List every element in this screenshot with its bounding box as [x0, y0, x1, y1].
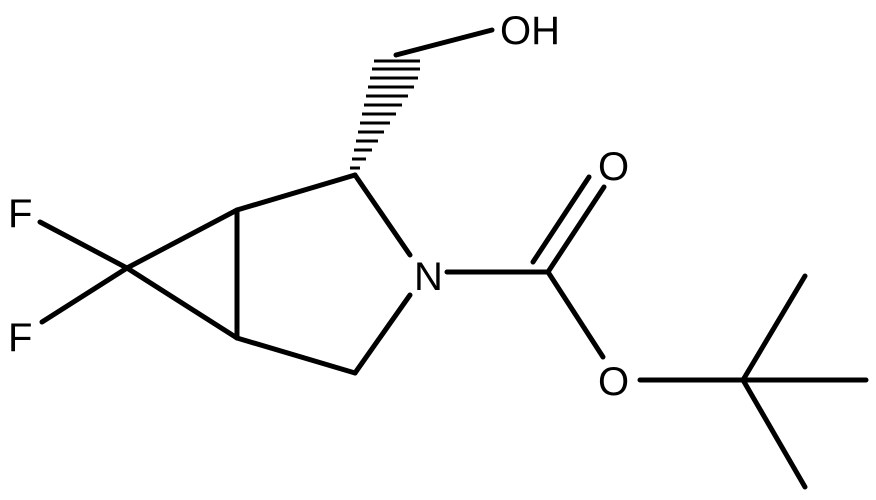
ester-oxygen-label: O — [598, 360, 629, 404]
bond-chiral-n — [352, 172, 413, 258]
bond-cf2-c-bottom — [124, 265, 240, 341]
bond-n-ch2 — [352, 292, 413, 376]
bond-c-top-chiral — [234, 172, 358, 213]
bond-tbu-down — [740, 377, 808, 490]
bond-tbu-up — [740, 273, 808, 383]
bond-c-f-bottom — [39, 265, 130, 325]
hashed-wedge-bond — [350, 59, 420, 170]
fluorine-top-label: F — [8, 192, 32, 236]
bond-carbonyl-ester-o — [545, 269, 606, 360]
bond-ch2-oh — [393, 27, 495, 58]
ring-nitrogen-label: N — [414, 255, 443, 299]
bond-cf2-c-top — [124, 207, 240, 271]
hydroxyl-label: OH — [500, 9, 560, 53]
bond-ch2-c-bottom — [234, 335, 358, 376]
fluorine-bottom-label: F — [8, 316, 32, 360]
bond-carbonyl-double-a — [545, 184, 607, 275]
carbonyl-oxygen-label: O — [598, 145, 629, 189]
bond-c-f-top — [37, 219, 130, 271]
bond-carbonyl-double-b — [530, 174, 592, 265]
